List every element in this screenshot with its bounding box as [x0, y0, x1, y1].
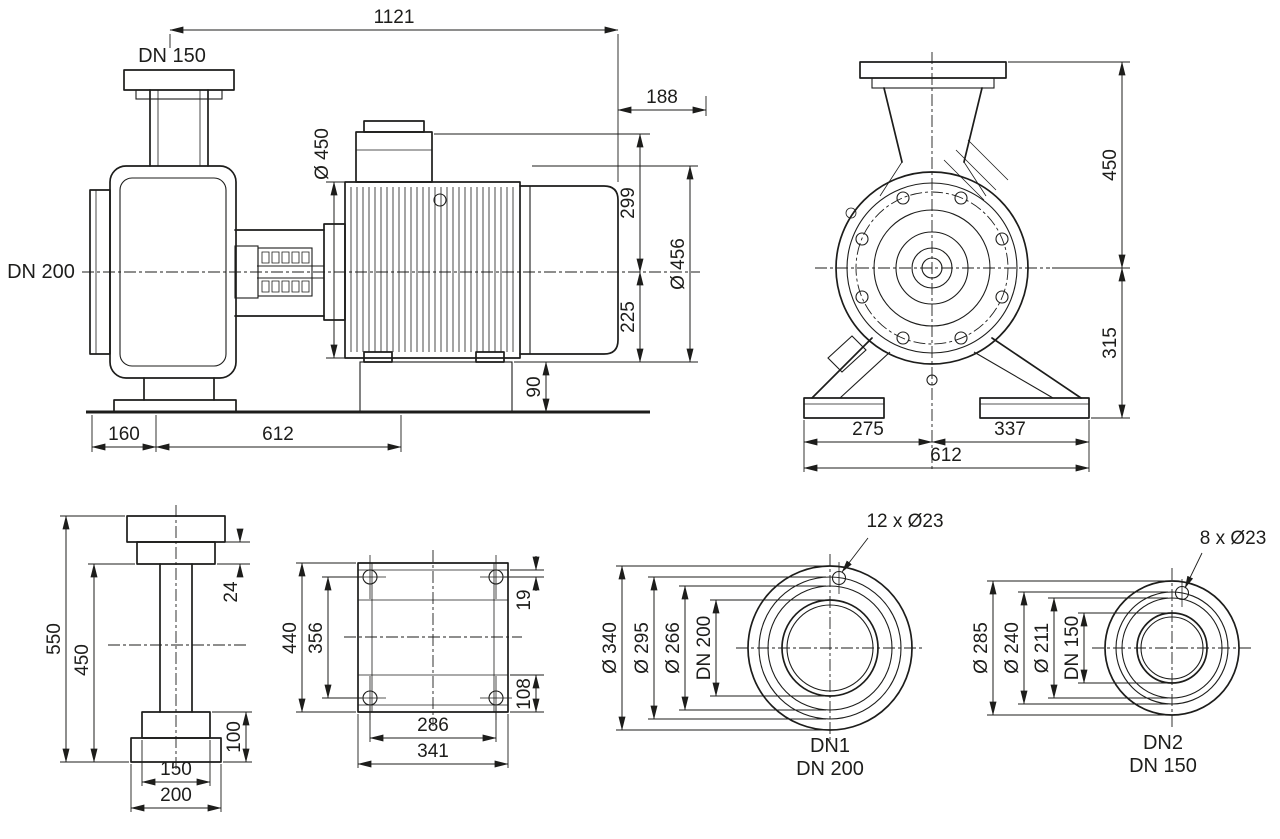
- flange-dn2-dimensions: 8 x Ø23 Ø 285 Ø 240 Ø 211 DN 150 DN2 DN …: [971, 528, 1266, 777]
- dim-dn2-bolt-circle: Ø 240: [1002, 622, 1023, 674]
- dim-overall-height: 550: [44, 623, 65, 655]
- dim-dn2-outer-diameter: Ø 285: [971, 622, 992, 674]
- dim-foot-width: 150: [160, 759, 192, 780]
- dim-bolt-edge-offset: 19: [514, 589, 535, 610]
- label-dn200-suction: DN 200: [7, 261, 75, 283]
- dim-dn2-nominal-bore: DN 150: [1062, 616, 1083, 680]
- flange-dn1-caption-2: DN 200: [796, 758, 864, 780]
- dim-foot-length: 612: [262, 424, 294, 445]
- dim-foot-to-flange: 450: [72, 644, 93, 676]
- support-view-dimensions: 550 450 24 100 150 200: [44, 515, 252, 812]
- dim-flange-thickness: 24: [221, 581, 242, 603]
- side-view: 1121 DN 150 DN 200 188 Ø 450 299 Ø 456: [7, 7, 707, 452]
- flange-dn1-dimensions: 12 x Ø23 Ø 340 Ø 295 Ø 266 DN 200 DN1 DN…: [600, 511, 944, 780]
- dim-dismantling-clearance: 188: [646, 87, 678, 108]
- dim-foot-height: 100: [224, 721, 245, 753]
- dim-plate-width: 341: [417, 741, 449, 762]
- flange-dn1-caption-1: DN1: [810, 735, 850, 757]
- dim-dn1-bolt-circle: Ø 295: [632, 622, 653, 674]
- foot-plan-geometry: [344, 550, 522, 726]
- flange-dn2-caption-2: DN 150: [1129, 755, 1197, 777]
- dim-bolt-pitch-width: 286: [417, 715, 449, 736]
- flange-dn2-view: 8 x Ø23 Ø 285 Ø 240 Ø 211 DN 150 DN2 DN …: [971, 528, 1266, 777]
- end-view: 450 315 275 337 612: [803, 52, 1130, 472]
- dim-center-to-right-foot: 337: [994, 419, 1026, 440]
- flange-dn1-geometry: [736, 554, 924, 742]
- foot-plan-dimensions: 440 356 19 108 286 341: [280, 556, 544, 768]
- dim-flange-to-foot: 160: [108, 424, 140, 445]
- dim-casing-diameter: Ø 456: [668, 238, 689, 290]
- flange-dn2-geometry: [1092, 568, 1252, 728]
- dim-axis-to-flange-top: 450: [1100, 149, 1121, 181]
- end-view-dimensions: 450 315 275 337 612: [803, 61, 1130, 472]
- foot-plan-view: 440 356 19 108 286 341: [280, 550, 544, 768]
- end-view-geometry: [803, 52, 1090, 472]
- side-view-geometry: [82, 69, 700, 414]
- dim-axis-to-top: 299: [618, 187, 639, 219]
- dim-bolt-end-offset: 108: [514, 678, 535, 710]
- side-view-dimensions: 1121 DN 150 DN 200 188 Ø 450 299 Ø 456: [7, 7, 707, 452]
- label-dn1-bolt-holes: 12 x Ø23: [866, 511, 943, 532]
- dim-dn1-outer-diameter: Ø 340: [600, 622, 621, 674]
- flange-dn2-caption-1: DN2: [1143, 732, 1183, 754]
- support-view: 550 450 24 100 150 200: [44, 505, 252, 812]
- dim-foundation-height: 90: [524, 376, 545, 397]
- label-dn2-bolt-holes: 8 x Ø23: [1200, 528, 1267, 549]
- dim-total-length: 1121: [374, 7, 415, 28]
- flange-dn1-view: 12 x Ø23 Ø 340 Ø 295 Ø 266 DN 200 DN1 DN…: [600, 511, 944, 780]
- dim-plate-length: 440: [280, 622, 301, 654]
- dim-axis-to-base: 225: [618, 301, 639, 333]
- dim-bolt-pitch-length: 356: [306, 622, 327, 654]
- dim-base-width: 200: [160, 785, 192, 806]
- dim-dn1-nominal-bore: DN 200: [694, 616, 715, 680]
- label-dn150-discharge: DN 150: [138, 45, 206, 67]
- dim-axis-to-foot-bottom: 315: [1100, 327, 1121, 359]
- support-view-geometry: [108, 505, 248, 772]
- dim-motor-diameter: Ø 450: [312, 128, 333, 180]
- dim-dn2-raised-face: Ø 211: [1032, 623, 1053, 673]
- dim-dn1-raised-face: Ø 266: [663, 622, 684, 674]
- dim-foot-span: 612: [930, 445, 962, 466]
- dim-center-to-left-foot: 275: [852, 419, 884, 440]
